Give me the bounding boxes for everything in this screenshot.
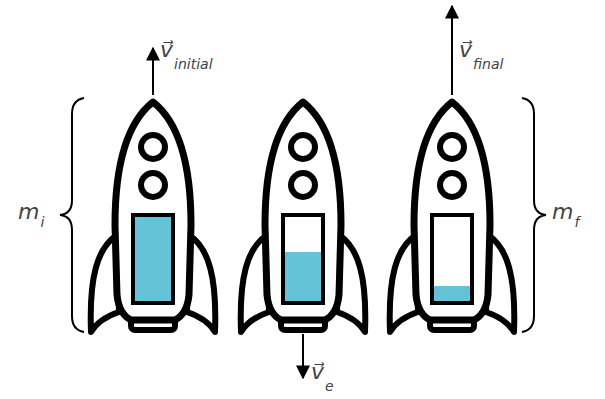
subscript: e [325,378,334,396]
velocity-arrow [451,6,453,95]
subscript: initial [174,56,213,74]
subscript: i [40,214,44,232]
mass-symbol: m [18,198,39,226]
vector-symbol: v⃗ [311,358,324,386]
exhaust-arrow [302,334,304,378]
vector-symbol: v⃗ [459,36,472,64]
vector-symbol: v⃗ [160,36,173,64]
velocity-arrow [152,48,154,95]
mass-symbol: m [552,198,573,226]
subscript: f [574,214,579,232]
left-brace [60,98,84,332]
rocket-empty [390,102,515,332]
right-brace [522,98,546,332]
subscript: final [473,56,503,74]
rocket-burning [241,102,366,332]
rocket-full [91,102,216,332]
